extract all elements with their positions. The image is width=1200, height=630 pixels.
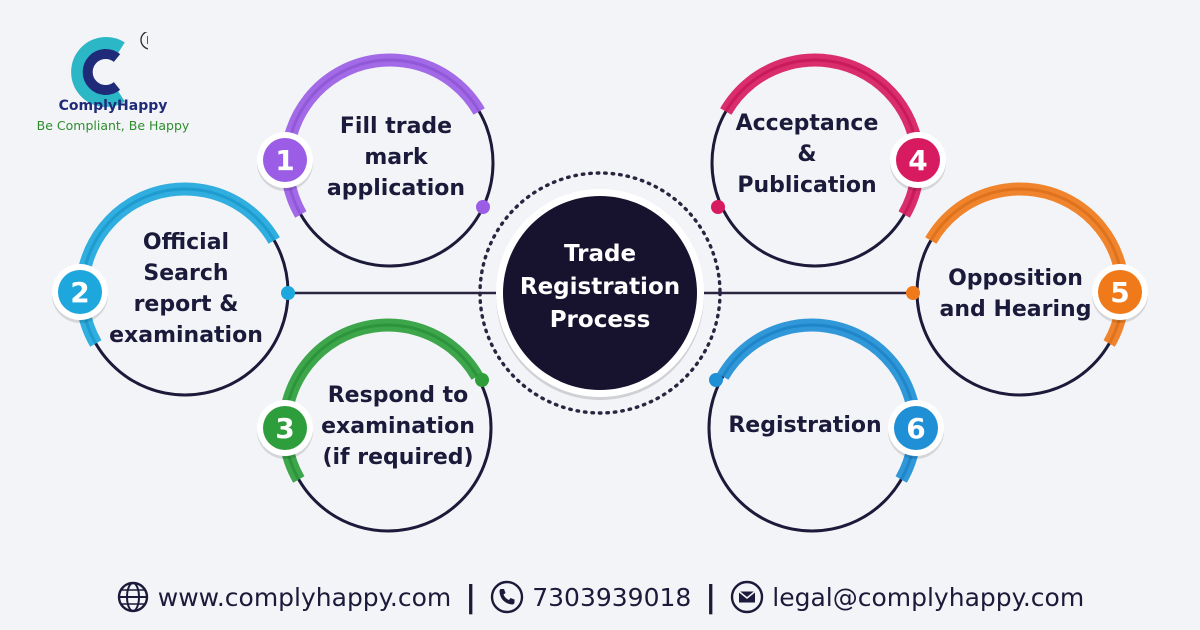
step-6-badge (894, 406, 938, 450)
step-1-text: Fill trade mark application (306, 111, 486, 204)
step-3-line: Respond to (327, 383, 469, 408)
email-link[interactable]: legal@complyhappy.com (772, 582, 1085, 612)
center-hub (478, 171, 722, 415)
step-3-line: examination (321, 414, 475, 439)
step-4-line: Publication (737, 173, 877, 198)
step-5-badge (1098, 270, 1142, 314)
step-5-number: 5 (1110, 276, 1129, 309)
center-dotted-ring (478, 171, 722, 415)
step-5-text: Opposition and Hearing (928, 263, 1103, 325)
logo-c-icon: R (71, 32, 148, 107)
step-4-number: 4 (908, 144, 927, 177)
footer-separator: | (465, 579, 477, 615)
step-2-number: 2 (70, 276, 89, 309)
phone-number[interactable]: 7303939018 (532, 582, 692, 612)
step-6-text: Registration (716, 410, 894, 441)
website-item[interactable]: www.complyhappy.com (116, 580, 451, 614)
step-2-line: report & (133, 292, 239, 317)
step-badges: 1 2 3 4 5 6 (52, 132, 1148, 459)
footer-separator: | (705, 579, 717, 615)
website-link[interactable]: www.complyhappy.com (157, 582, 452, 612)
step-2-connector-dot (281, 286, 295, 300)
step-5-connector-dot (906, 286, 920, 300)
contact-footer: www.complyhappy.com | 7303939018 | legal… (0, 574, 1200, 620)
step-4-line: & (797, 142, 817, 167)
step-1-line: Fill trade (339, 114, 453, 139)
step-3-text: Respond to examination (if required) (308, 380, 488, 473)
email-item[interactable]: legal@complyhappy.com (730, 580, 1084, 614)
step-6-connector-dot (709, 373, 723, 387)
step-5-line: and Hearing (939, 297, 1092, 322)
center-title-line: Trade (563, 241, 637, 267)
brand-tagline: Be Compliant, Be Happy (36, 118, 190, 133)
center-title-line: Registration (519, 274, 681, 300)
step-4-text: Acceptance & Publication (718, 108, 896, 201)
step-4-connector-dot (711, 200, 725, 214)
step-6-line: Registration (728, 413, 882, 438)
step-4-line: Acceptance (735, 111, 879, 136)
step-5-line: Opposition (948, 266, 1083, 291)
step-3-number: 3 (275, 412, 294, 445)
step-2-line: Official (142, 230, 230, 255)
step-4-badge (896, 138, 940, 182)
step-6-color-arc (717, 318, 922, 483)
center-disc (503, 196, 697, 390)
step-3-badge (263, 406, 307, 450)
mail-icon (731, 580, 764, 614)
step-3-connector-dot (475, 373, 489, 387)
registered-mark: R (146, 34, 148, 47)
step-3-line: (if required) (322, 445, 474, 470)
step-1-number: 1 (275, 144, 294, 177)
phone-item[interactable]: 7303939018 (490, 580, 691, 614)
step-1-connector-dot (476, 200, 490, 214)
step-2-badge (58, 270, 102, 314)
step-2-line: examination (109, 323, 263, 348)
phone-icon (491, 580, 524, 614)
step-6-number: 6 (906, 412, 925, 445)
step-1-badge (263, 138, 307, 182)
brand-name: ComplyHappy (58, 98, 168, 114)
step-1-line: mark (364, 145, 428, 170)
step-2-line: Search (143, 261, 229, 286)
center-title-line: Process (549, 307, 651, 333)
globe-icon (117, 581, 148, 613)
step-1-line: application (326, 176, 466, 201)
brand-logo: R ComplyHappy Be Compliant, Be Happy (18, 22, 208, 137)
